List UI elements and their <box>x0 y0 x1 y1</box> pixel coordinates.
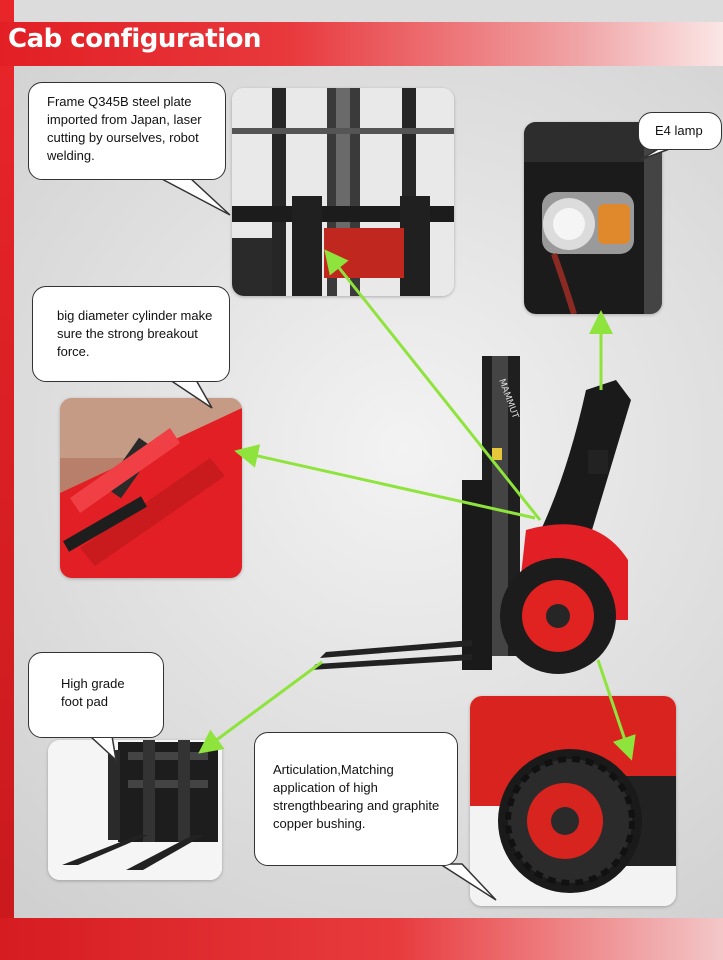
callout-frame: Frame Q345B steel plate imported from Ja… <box>28 82 226 180</box>
callout-frame-text: Frame Q345B steel plate imported from Ja… <box>47 94 202 163</box>
footpad-photo <box>48 740 222 880</box>
callout-cylinder-text: big diameter cylinder make sure the stro… <box>57 308 213 359</box>
callout-footpad-text: High grade foot pad <box>61 676 125 709</box>
title-bar <box>0 22 723 66</box>
callout-cylinder: big diameter cylinder make sure the stro… <box>32 286 230 382</box>
callout-lamp-text: E4 lamp <box>655 123 703 138</box>
bottom-frame-stripe <box>0 918 723 960</box>
callout-lamp: E4 lamp <box>638 112 722 150</box>
lamp-photo <box>524 122 662 314</box>
callout-articulation-text: Articulation,Matching application of hig… <box>273 762 440 831</box>
callout-articulation: Articulation,Matching application of hig… <box>254 732 458 866</box>
forklift-illustration: MAMMUT <box>296 340 636 680</box>
cylinder-photo <box>60 398 242 578</box>
articulation-photo <box>470 696 676 906</box>
page-title: Cab configuration <box>8 24 262 54</box>
frame-photo <box>232 88 454 296</box>
callout-footpad: High grade foot pad <box>28 652 164 738</box>
left-frame-stripe <box>0 0 14 960</box>
